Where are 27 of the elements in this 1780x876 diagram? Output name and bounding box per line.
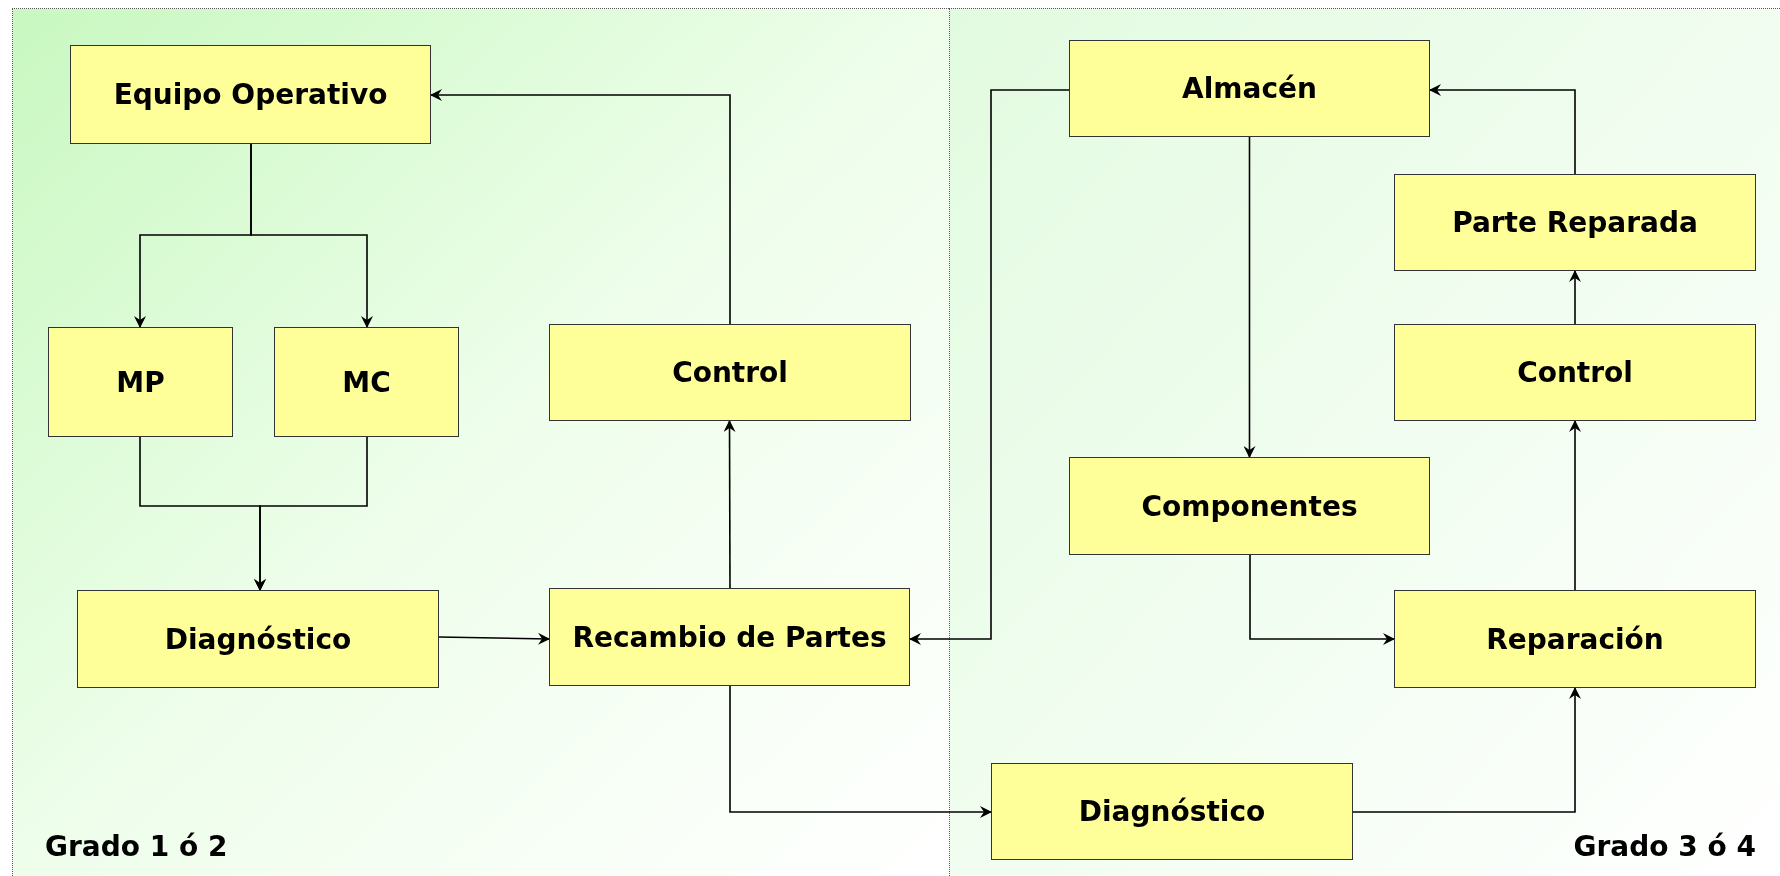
process-box: Control	[549, 324, 911, 421]
process-box: Diagnóstico	[77, 590, 439, 688]
arrow	[250, 143, 373, 328]
arrow	[438, 632, 550, 645]
arrow	[1569, 270, 1581, 325]
arrow	[909, 89, 1070, 645]
process-box: Control	[1394, 324, 1756, 421]
process-box: MC	[274, 327, 459, 437]
process-box: Parte Reparada	[1394, 174, 1756, 271]
arrow	[1243, 136, 1256, 458]
arrow	[723, 420, 736, 589]
arrow	[1352, 687, 1581, 813]
process-box: Diagnóstico	[991, 763, 1353, 860]
process-box: Reparación	[1394, 590, 1756, 688]
arrow	[1569, 420, 1581, 591]
process-box: Componentes	[1069, 457, 1430, 555]
process-box: Equipo Operativo	[70, 45, 431, 144]
process-box: Recambio de Partes	[549, 588, 910, 686]
arrow	[254, 436, 368, 591]
section-label: Grado 1 ó 2	[45, 829, 228, 865]
arrow	[1429, 84, 1576, 175]
process-box: Almacén	[1069, 40, 1430, 137]
arrow	[430, 89, 731, 325]
arrow	[729, 685, 992, 818]
process-box: MP	[48, 327, 233, 437]
section-label: Grado 3 ó 4	[1573, 829, 1756, 865]
arrow	[1249, 554, 1395, 645]
